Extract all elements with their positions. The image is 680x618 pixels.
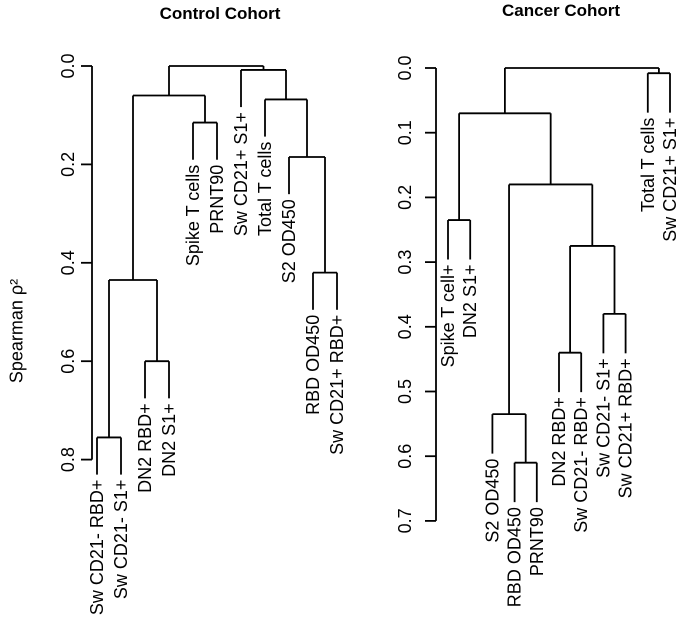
leaf-label: Total T cells [255,142,275,236]
y-axis-title: Spearman ρ² [6,278,27,384]
axis-tick-label: 0.6 [395,444,415,469]
axis-tick-label: 0.5 [395,379,415,404]
leaf-label: RBD OD450 [505,507,525,607]
leaf-label: DN2 RBD+ [135,403,155,493]
axis-tick-label: 0.7 [395,508,415,533]
plot-title-control: Control Cohort [159,4,281,23]
leaf-label: DN2 S1+ [460,265,480,339]
leaf-label: S2 OD450 [279,199,299,283]
leaf-label: Spike T cells [183,165,203,266]
leaf-label: PRNT90 [207,165,227,234]
leaf-label: Sw CD21+ RBD+ [616,358,636,498]
axis-tick-label: 0.4 [58,250,78,275]
axis-tick-label: 0.0 [58,53,78,78]
leaf-label: PRNT90 [527,507,547,576]
leaf-label: RBD OD450 [303,315,323,415]
axis-tick-label: 0.2 [58,152,78,177]
leaf-label: S2 OD450 [482,459,502,543]
axis-tick-label: 0.4 [395,314,415,339]
axis-tick-label: 0.2 [395,185,415,210]
plot-title-cancer: Cancer Cohort [501,1,621,20]
leaf-label: Sw CD21- RBD+ [571,397,591,533]
leaf-label: Sw CD21- RBD+ [87,480,107,616]
axis-tick-label: 0.8 [58,447,78,472]
leaf-label: Total T cells [638,118,658,212]
leaf-label: Sw CD21+ S1+ [660,118,680,242]
leaf-label: Sw CD21- S1+ [593,358,613,478]
leaf-label: DN2 RBD+ [549,397,569,487]
axis-tick-label: 0.1 [395,120,415,145]
axis-tick-label: 0.6 [58,349,78,374]
leaf-label: Sw CD21+ S1+ [231,112,251,236]
leaf-label: Sw CD21+ RBD+ [327,315,347,455]
leaf-label: Sw CD21- S1+ [111,480,131,600]
leaf-label: Spike T cell+ [438,265,458,368]
axis-tick-label: 0.3 [395,250,415,275]
leaf-label: DN2 S1+ [159,403,179,477]
axis-tick-label: 0.0 [395,55,415,80]
